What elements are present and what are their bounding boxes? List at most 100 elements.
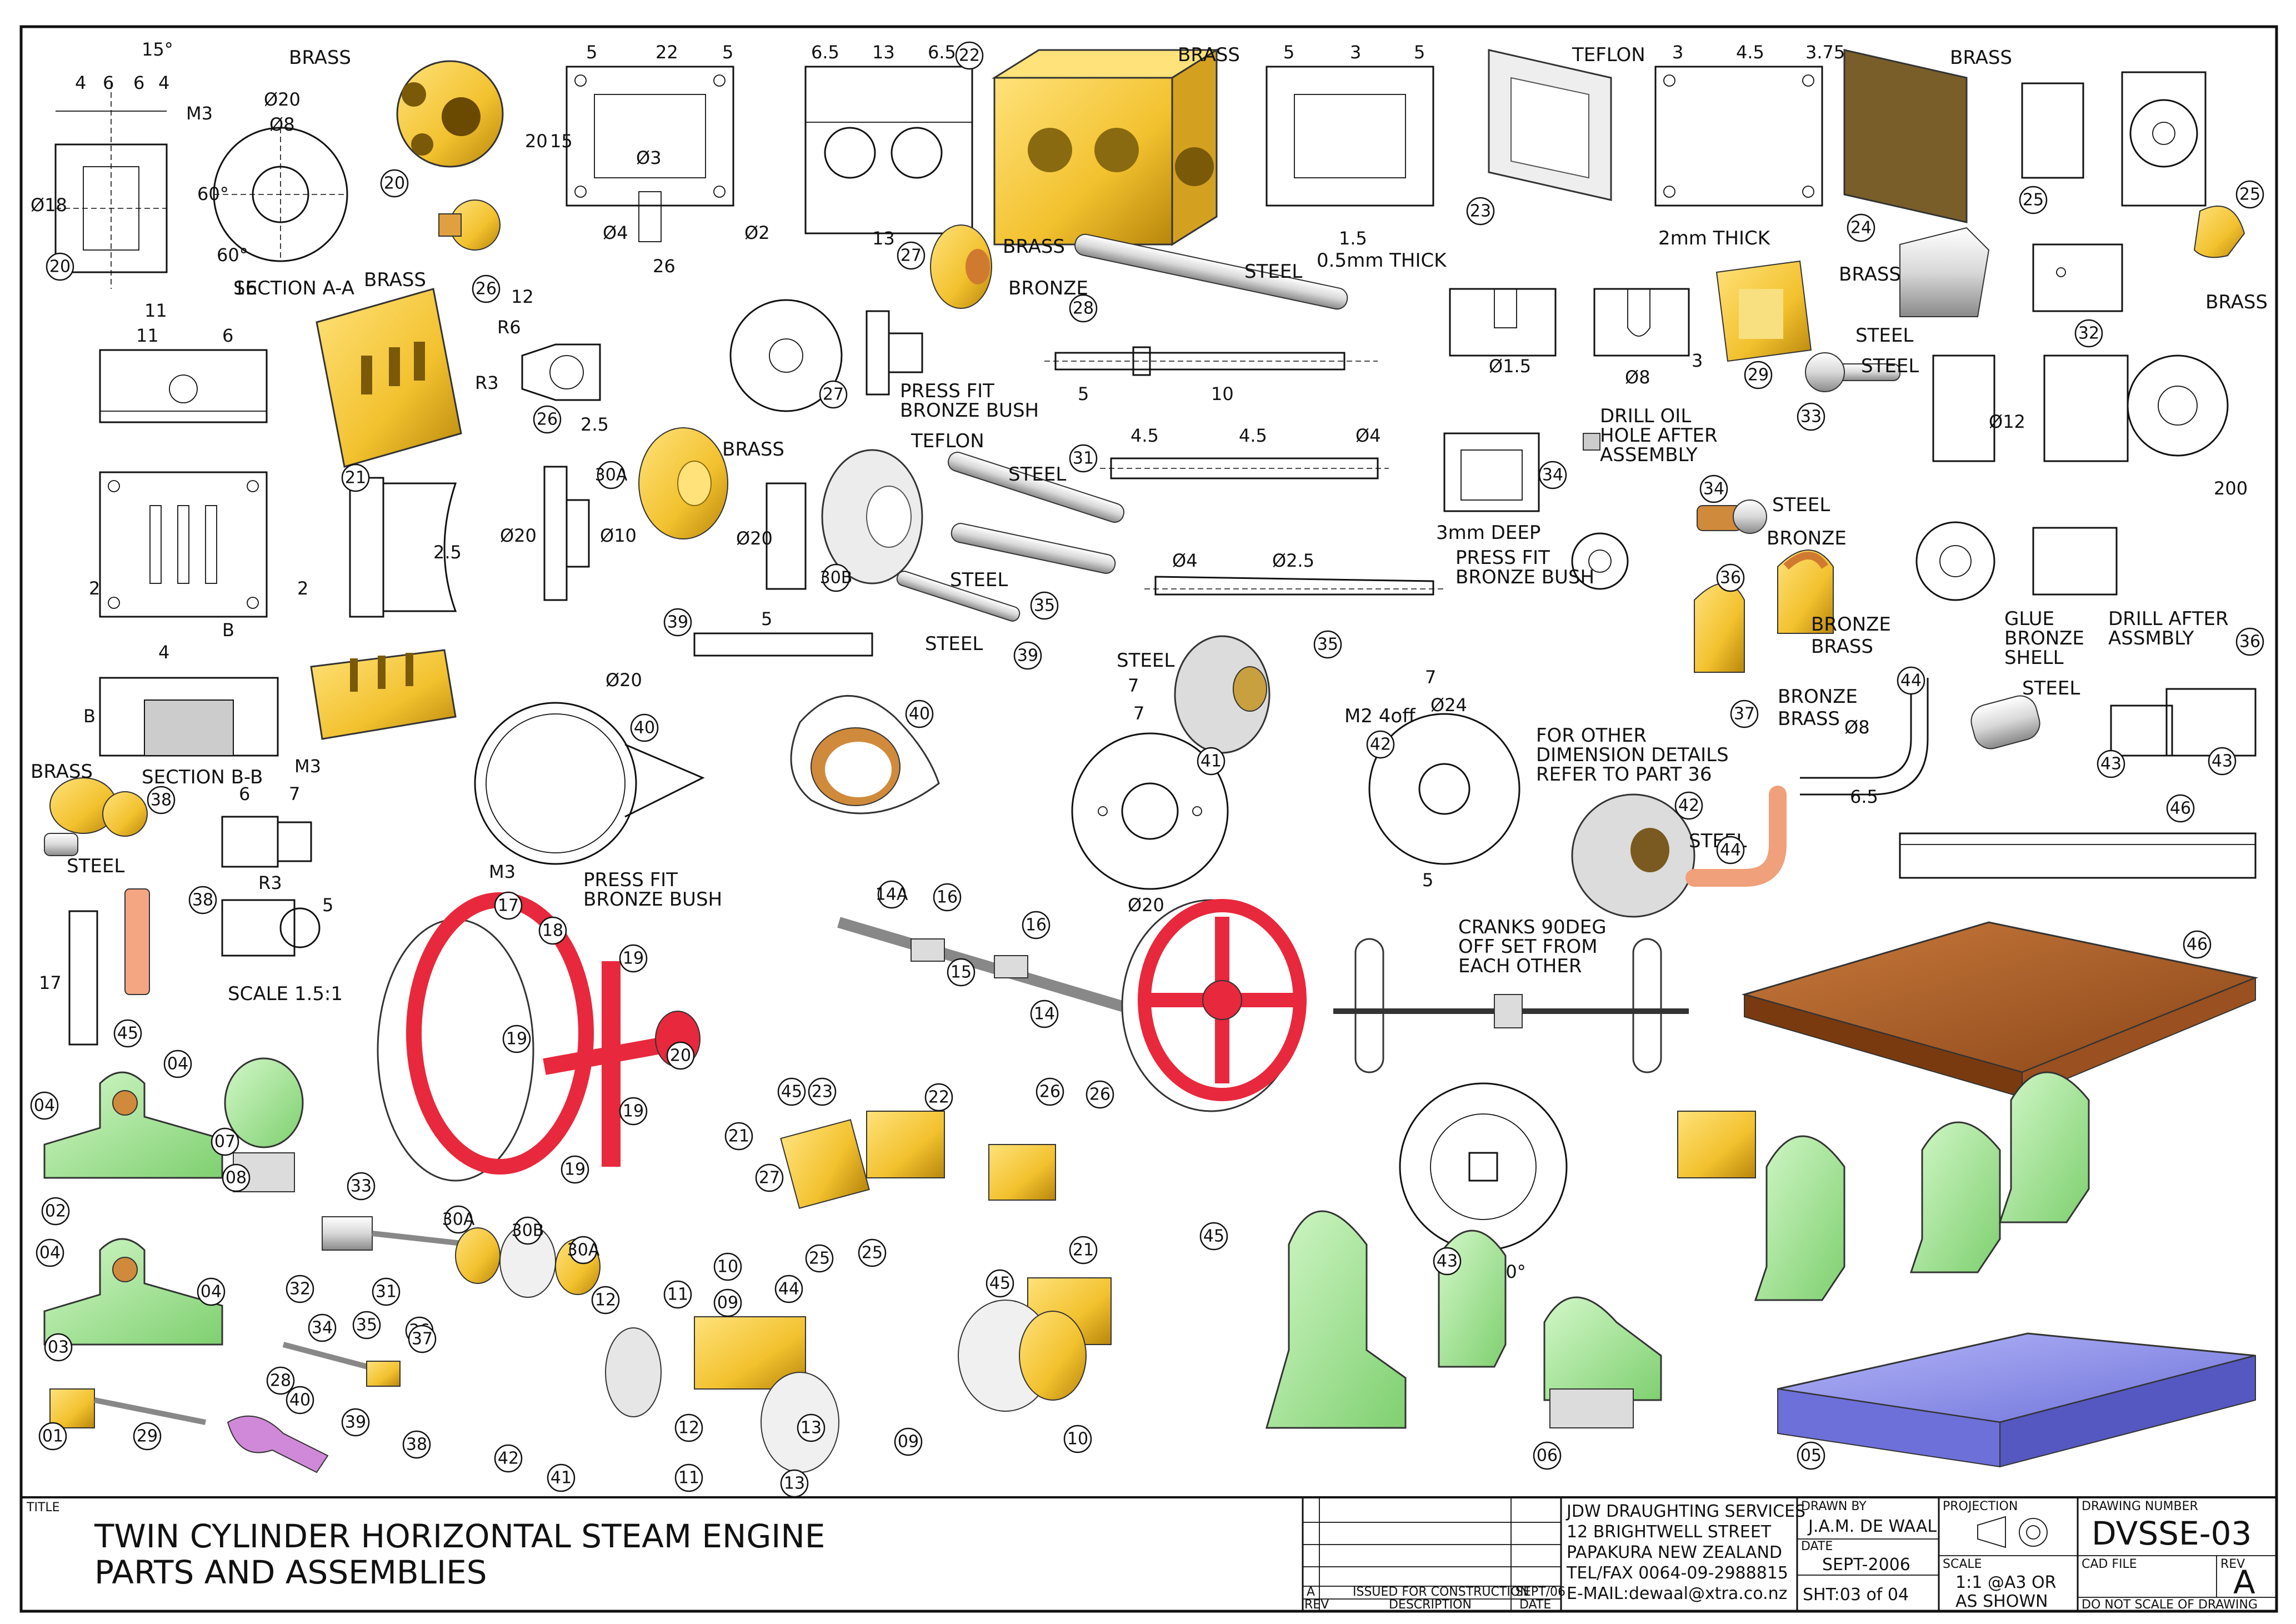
dim-dia8c: Ø24 [1430,694,1467,716]
part-number-label: 44 [778,1280,799,1299]
part-bubble [408,1325,437,1353]
base-plate-blue [1777,1332,2256,1468]
label-brass-20: BRASS [289,47,351,69]
part-number-label: 30B [512,1221,544,1241]
part-bubble [352,1311,381,1340]
dim-22a: 22 [656,42,678,63]
part-26-drawing: 12 R6 R3 2.5 [475,286,609,435]
part-bubble [188,886,217,915]
part-26-knob [438,199,501,251]
part-bubble [38,1422,67,1451]
scale-line-1: 1:1 @A3 OR [1955,1573,2056,1592]
label-glue-2: BRONZE [2004,627,2084,649]
dim-6-5a: 6.5 [811,42,839,63]
part-number-label: 45 [1203,1227,1224,1246]
part-number-label: 22 [928,1088,949,1107]
part-24-drawing: 3 4.5 3.75 2mm THICK [1654,42,1845,249]
dim-2-5a: 2.5 [581,414,609,435]
part-bubble [1036,1077,1064,1106]
part-46-wood-base-3d [1741,921,2259,1098]
label-section-bb: SECTION B-B [142,766,263,788]
part-31-drawing: 4.5 4.5 Ø4 [1100,425,1389,479]
label-press-fit-27b: BRONZE BUSH [900,399,1039,422]
part-bubble [933,883,962,912]
label-thick-2: 2mm THICK [1658,227,1771,249]
rev-col-desc: DESCRIPTION [1389,1598,1472,1612]
part-number-label: 38 [192,891,213,910]
dim-16c: Ø1.5 [1489,356,1531,377]
part-bubble [163,1050,192,1078]
part-number-label: 29 [137,1427,158,1446]
part-number-label: 34 [1703,479,1724,499]
label-bronze-36: BRONZE [1811,613,1891,636]
part-bubble [2074,319,2103,348]
part-number-label: 34 [1542,466,1563,485]
label-bronze-27: BRONZE [1008,277,1088,299]
part-number-label: 29 [1748,366,1769,385]
part-number-label: 08 [226,1168,247,1188]
part-number-label: 39 [1017,646,1038,666]
part-43-steel-3d: STEEL [1970,677,2257,757]
part-bubble [1313,630,1342,659]
part-number-label: 46 [2187,935,2208,955]
rev-row-desc: ISSUED FOR CONSTRUCTION [1353,1585,1529,1599]
part-number-label: 07 [214,1132,236,1152]
dim-4-5a: Ø4 [1355,425,1381,446]
part-number-label: 38 [151,791,172,810]
part-number-label: 40 [909,704,930,724]
part-bubble [347,1172,376,1201]
part-bubble [533,405,562,434]
label-other-dims-1: FOR OTHER [1536,724,1647,747]
dim-dia8b: 7 [1133,703,1144,724]
part-number-label: 14A [876,885,908,905]
part-number-label: 20 [384,174,405,193]
label-brass-22: BRASS [1178,44,1240,66]
rev-col-date: DATE [1519,1598,1551,1612]
part-34-drawing: 3mm DEEP PRESS FIT BRONZE BUSH [1436,432,1594,588]
part-bubble [774,1275,803,1303]
part-25-brass-3d: BRASS [2193,206,2268,313]
dim-26b: 1.5 [1339,228,1367,249]
part-number-label: 33 [1800,407,1822,427]
company-line-2: 12 BRIGHTWELL STREET [1567,1522,1772,1542]
part-bubble [341,463,370,492]
dim-r3a: R3 [475,372,499,393]
title-line-2: PARTS AND ASSEMBLIES [94,1553,487,1591]
part-bubble [897,241,926,270]
label-drill-oil-3: ASSEMBLY [1600,444,1698,466]
dim-17-45: 17 [39,972,62,993]
part-number-label: 33 [351,1177,372,1196]
dim-r8: Ø8 [1844,717,1870,738]
crankshaft-drawing: CRANKS 90DEG OFF SET FROM EACH OTHER [1333,916,1689,1073]
label-3mm-deep: 3mm DEEP [1436,522,1540,544]
dim-34-5: 4.5 [1239,425,1267,446]
part-number-label: 28 [1073,299,1094,318]
part-number-label: 05 [1800,1446,1822,1466]
part-27-brass-3d: BRASS BRONZE [930,224,1088,309]
part-bubble [44,1333,73,1362]
dim-5f: 3.75 [1805,42,1845,63]
part-number-label: 04 [39,1243,61,1263]
dim-2-5c: B [222,619,234,641]
dim-16-5: 5 [1078,383,1089,404]
label-press-fit-34a: PRESS FIT [1455,547,1550,569]
label-scale-15: SCALE 1.5:1 [228,983,343,1005]
dim-16a: 11 [144,300,167,321]
part-bubble [663,1280,692,1309]
part-23-teflon-3d: TEFLON [1488,44,1645,201]
label-brass-25: BRASS [2205,291,2268,313]
dim-13a: 13 [872,42,895,63]
dim-15b: Ø8 [1625,367,1650,388]
part-bubble [2183,930,2212,959]
part-number-label: 32 [289,1280,311,1299]
part-46-drawing [1899,832,2257,879]
part-number-label: 09 [717,1293,738,1313]
part-bubble [1744,361,1773,389]
part-21-drawing: 11 11 6 16 [99,277,268,423]
part-number-label: 26 [537,410,558,429]
part-number-label: 41 [551,1468,572,1488]
part-bubble [905,699,934,728]
label-cranks-2: OFF SET FROM [1458,936,1598,958]
rev-col-rev: REV [1304,1598,1329,1612]
part-34-bronze-3d: STEEL BRONZE [1697,494,1847,549]
